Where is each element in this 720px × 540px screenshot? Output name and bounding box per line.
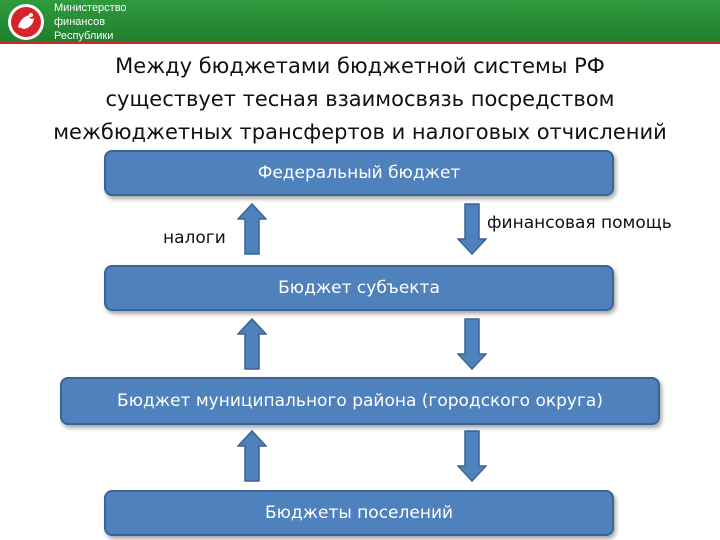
up-arrow-2-icon	[237, 318, 267, 370]
settlements-budget-label: Бюджеты поселений	[264, 503, 454, 523]
down-arrow-aid-icon	[457, 203, 487, 255]
title-line-1: Между бюджетами бюджетной системы РФ	[115, 54, 605, 78]
municipal-budget-box: Бюджет муниципального района (городского…	[60, 377, 660, 425]
up-arrow-taxes-icon	[237, 203, 267, 255]
title-line-3: межбюджетных трансфертов и налоговых отч…	[53, 120, 667, 144]
federal-budget-box: Федеральный бюджет	[104, 150, 614, 196]
up-arrow-3-icon	[237, 430, 267, 482]
header-stripe	[0, 42, 720, 44]
taxes-label: налоги	[163, 228, 226, 248]
municipal-budget-label: Бюджет муниципального района (городского…	[117, 391, 603, 411]
down-arrow-3-icon	[457, 430, 487, 482]
financial-aid-label: финансовая помощь	[487, 213, 672, 233]
subject-budget-label: Бюджет субъекта	[278, 278, 440, 298]
settlements-budget-box: Бюджеты поселений	[104, 490, 614, 536]
title-line-2: существует тесная взаимосвязь посредство…	[105, 87, 615, 111]
slide-title: Между бюджетами бюджетной системы РФ сущ…	[10, 50, 710, 149]
ministry-name: Министерство финансов Республики	[54, 1, 174, 43]
tatarstan-emblem-icon	[8, 4, 44, 40]
ministry-line-1: Министерство	[54, 2, 127, 14]
header-bar: Министерство финансов Республики	[0, 0, 720, 44]
ministry-line-2: финансов	[54, 16, 106, 28]
down-arrow-2-icon	[457, 318, 487, 370]
ministry-line-3: Республики	[54, 30, 114, 42]
federal-budget-label: Федеральный бюджет	[257, 163, 461, 183]
subject-budget-box: Бюджет субъекта	[104, 265, 614, 311]
